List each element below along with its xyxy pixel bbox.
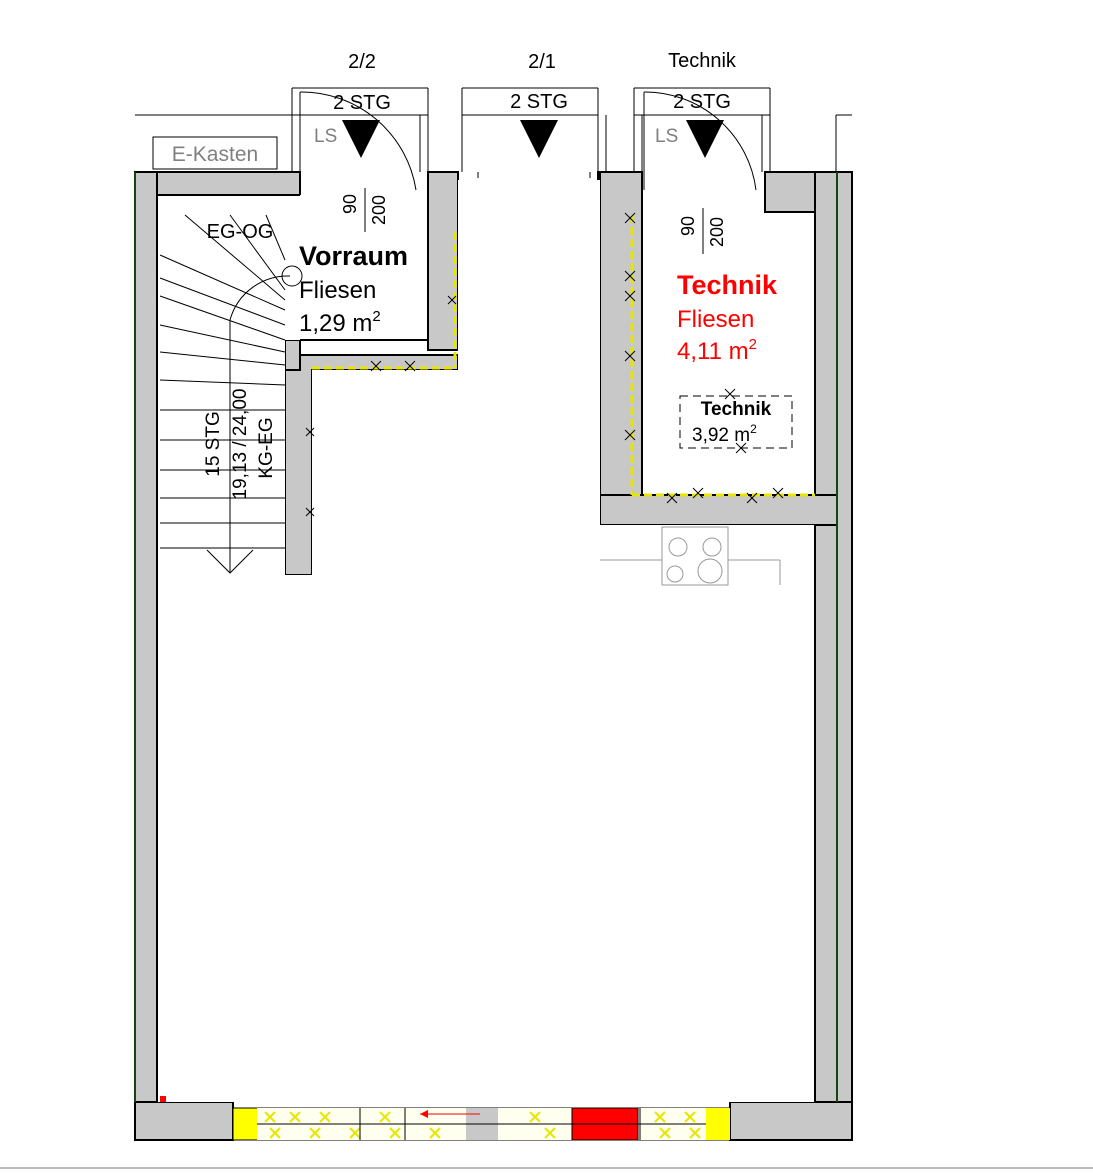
door-steps-2: 2 STG xyxy=(510,91,568,113)
room-outlines xyxy=(156,172,816,1102)
vorraum-door-height: 200 xyxy=(369,195,389,225)
door-steps-1: 2 STG xyxy=(333,92,391,114)
technik-floor: Fliesen xyxy=(677,306,754,333)
technik-subarea-box xyxy=(679,395,793,449)
technik-area: 4,11 m2 xyxy=(677,336,757,365)
staircase xyxy=(159,214,303,574)
e-kasten-box xyxy=(152,136,278,170)
door-steps-3: 2 STG xyxy=(673,91,731,113)
vorraum-door-width: 90 xyxy=(340,194,360,214)
technik-sub-name: Technik xyxy=(701,399,772,420)
room-fills xyxy=(157,180,815,1102)
step-triangles xyxy=(342,120,724,158)
top-strip xyxy=(135,87,852,178)
walls xyxy=(134,171,853,1141)
yellow-strips xyxy=(312,215,815,497)
stair-up-label: EG-OG xyxy=(207,221,274,243)
vorraum-area: 1,29 m2 xyxy=(299,308,381,337)
technik-name: Technik xyxy=(677,270,778,300)
technik-door-height: 200 xyxy=(707,217,727,247)
bottom-window xyxy=(160,1096,731,1141)
stove xyxy=(600,526,781,586)
vorraum-name: Vorraum xyxy=(299,241,408,271)
door-number-1: 2/2 xyxy=(348,51,376,73)
vorraum-floor: Fliesen xyxy=(299,277,376,304)
door-number-3: Technik xyxy=(668,50,737,72)
stair-down-label: KG-EG xyxy=(256,417,277,478)
ls-label-1: LS xyxy=(314,126,337,147)
door-number-2: 2/1 xyxy=(528,51,556,73)
e-kasten-label: E-Kasten xyxy=(172,143,258,166)
technik-door-width: 90 xyxy=(678,216,698,236)
stair-steps-label: 15 STG xyxy=(203,411,224,476)
stair-ratio-label: 19,13 / 24,00 xyxy=(230,389,251,500)
technik-sub-area: 3,92 m2 xyxy=(692,422,757,446)
ls-label-2: LS xyxy=(655,126,678,147)
